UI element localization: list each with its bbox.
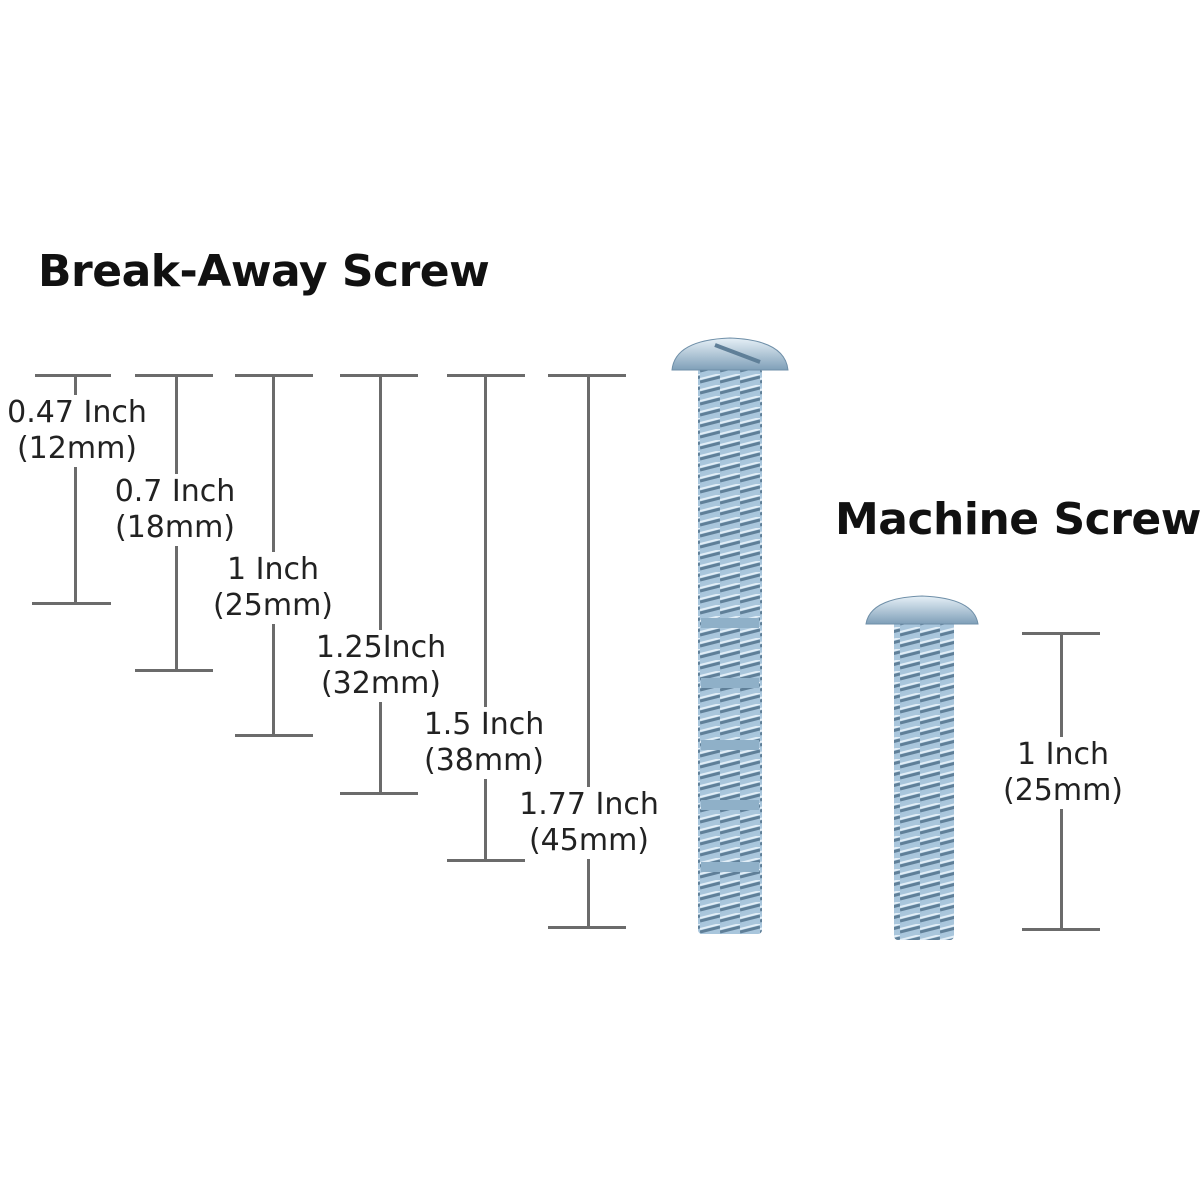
- break-away-screw-title: Break-Away Screw: [38, 246, 490, 297]
- mm-text: (25mm): [212, 588, 334, 623]
- break-away-screw-image: [671, 337, 789, 934]
- machine-screw-title: Machine Screw: [835, 494, 1200, 545]
- size-label-0-7: 0.7 Inch (18mm): [112, 474, 238, 546]
- mm-text: (25mm): [1002, 773, 1124, 808]
- machine-screw-image: [865, 595, 979, 940]
- inch-text: 1.77 Inch: [519, 787, 659, 822]
- mm-text: (12mm): [16, 431, 138, 466]
- inch-text: 1 Inch: [227, 552, 319, 587]
- size-label-1: 1 Inch (25mm): [210, 552, 336, 624]
- size-label-1-5: 1.5 Inch (38mm): [421, 707, 547, 779]
- inch-text: 1.25Inch: [315, 630, 447, 665]
- mm-text: (18mm): [114, 510, 236, 545]
- inch-text: 0.47 Inch: [7, 395, 147, 430]
- machine-size-label: 1 Inch (25mm): [1000, 737, 1126, 809]
- mm-text: (45mm): [528, 823, 650, 858]
- inch-text: 0.7 Inch: [114, 474, 236, 509]
- size-label-0-47: 0.47 Inch (12mm): [5, 395, 149, 467]
- mm-text: (38mm): [423, 743, 545, 778]
- size-label-1-25: 1.25Inch (32mm): [313, 630, 449, 702]
- mm-text: (32mm): [320, 666, 442, 701]
- inch-text: 1 Inch: [1017, 737, 1109, 772]
- size-label-1-77: 1.77 Inch (45mm): [517, 787, 661, 859]
- inch-text: 1.5 Inch: [423, 707, 545, 742]
